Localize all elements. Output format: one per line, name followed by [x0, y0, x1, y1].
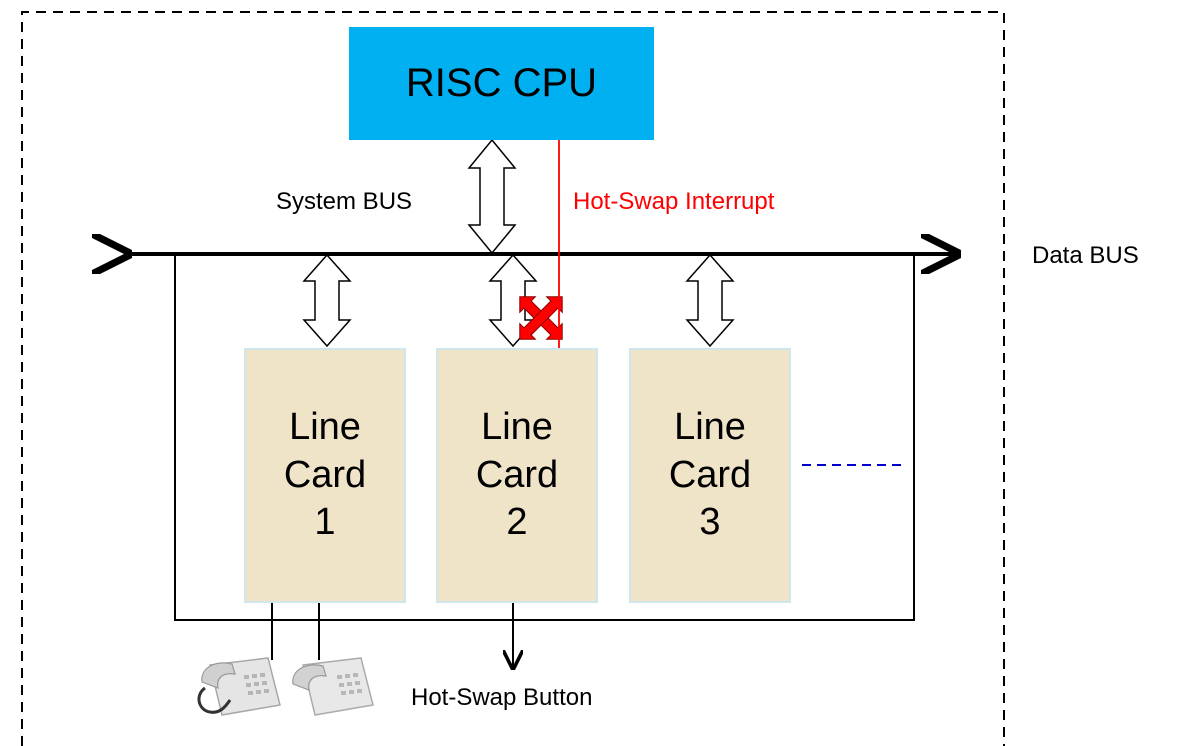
line-card-1-label: Line Card 1	[283, 406, 367, 544]
phone-icon	[197, 657, 281, 716]
hot-swap-interrupt-label: Hot-Swap Interrupt	[573, 188, 775, 215]
card-1-bus-arrow-icon	[302, 253, 352, 348]
card-2-bus-arrow-icon	[488, 253, 538, 348]
line-card-2: Line Card 2	[436, 348, 598, 603]
hot-swap-button-label: Hot-Swap Button	[411, 684, 593, 711]
line-card-2-label: Line Card 2	[475, 406, 559, 544]
disconnect-icon	[519, 296, 563, 340]
phone-icon	[292, 657, 374, 716]
card-3-bus-arrow-icon	[685, 253, 735, 348]
line-card-enclosure	[174, 254, 915, 621]
line-card-3: Line Card 3	[629, 348, 791, 603]
system-bus-arrow-icon	[467, 138, 517, 255]
line-card-3-label: Line Card 3	[668, 406, 752, 544]
risc-cpu-block: RISC CPU	[349, 27, 654, 140]
system-boundary	[21, 11, 1005, 746]
line-card-1: Line Card 1	[244, 348, 406, 603]
risc-cpu-label: RISC CPU	[405, 61, 598, 105]
system-bus-label: System BUS	[276, 188, 413, 215]
data-bus-label: Data BUS	[1032, 242, 1139, 269]
